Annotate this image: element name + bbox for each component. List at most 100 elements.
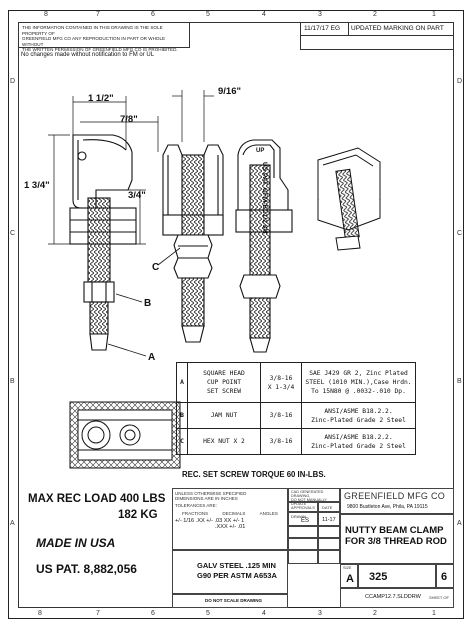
filename: CCAMP12.7.SLDDRW	[365, 594, 421, 600]
zone-label: 5	[206, 11, 210, 18]
zone-label: 7	[96, 610, 100, 617]
file-cell: CCAMP12.7.SLDDRW SHEET OF	[340, 588, 454, 608]
dim-width-top: 1 1/2"	[88, 93, 114, 104]
max-load-kg: 182 KG	[118, 509, 158, 521]
bom-spec-line: STEEL (1010 MIN.),Case Hrdn.	[305, 379, 412, 386]
title-cell: NUTTY BEAM CLAMP FOR 3/8 THREAD ROD	[340, 514, 454, 564]
bom-desc: SQUARE HEAD CUP POINT SET SCREW	[187, 362, 261, 403]
bom-desc-line: SQUARE HEAD	[203, 370, 245, 377]
callout-b: B	[144, 298, 152, 309]
zone-label: 6	[151, 610, 155, 617]
bom-spec-line: ANSI/ASME B18.2.2.	[324, 433, 393, 441]
rail-section-view	[69, 401, 181, 469]
zone-label: 3	[318, 11, 322, 18]
bom-spec-line: To 15N80 @ .0032-.010 Dp.	[311, 388, 406, 395]
rev-cell: 6	[436, 564, 454, 588]
bom-size: 3/8-16 X 1-3/4	[260, 362, 302, 403]
zone-label: 8	[38, 610, 42, 617]
bill-of-materials: A SQUARE HEAD CUP POINT SET SCREW 3/8-16…	[176, 362, 416, 455]
drawn-by: ES	[301, 518, 310, 524]
zone-label: D	[457, 78, 463, 85]
drawn-label: DRAWN	[291, 514, 306, 519]
bom-spec: ANSI/ASME B18.2.2. Zinc-Plated Grade 2 S…	[301, 428, 416, 455]
bom-item: B	[176, 402, 188, 429]
bom-row: C HEX NUT X 2 3/8-16 ANSI/ASME B18.2.2. …	[176, 428, 416, 455]
size-value: A	[346, 573, 354, 585]
drawn-cell: DRAWN ES	[288, 512, 318, 526]
zone-label: 5	[206, 610, 210, 617]
drawing-border	[8, 10, 464, 619]
marking-line: 3/8	[261, 224, 268, 234]
bom-size: 3/8-16	[260, 428, 302, 455]
tolerance-col: FRACTIONS	[182, 511, 209, 516]
revision-block-empty	[300, 36, 454, 50]
zone-label: 6	[151, 11, 155, 18]
material-line: G90 PER ASTM A653A	[197, 571, 277, 580]
tolerance-col: ANGLES	[259, 511, 278, 516]
patent-number: US PAT. 8,882,056	[36, 562, 137, 576]
drawing-views	[48, 90, 381, 469]
notice-line: GREENFIELD MFG CO ANY REPRODUCTION IN PA…	[22, 36, 166, 47]
tolerance-col: DECIMALS	[222, 511, 246, 516]
bom-size-line: X 1-3/4	[267, 383, 295, 391]
callout-leaders	[107, 247, 181, 357]
bom-row: A SQUARE HEAD CUP POINT SET SCREW 3/8-16…	[176, 362, 416, 403]
blank-cell	[318, 526, 340, 538]
marking-line: US PAT.	[261, 162, 268, 186]
bom-item: A	[176, 362, 188, 403]
company-address: 9800 Bustleton Ave, Phila, PA 19115	[347, 504, 428, 510]
approvals-label: APPROVALS	[291, 505, 315, 510]
bom-row: B JAM NUT 3/8-16 ANSI/ASME B18.2.2. Zinc…	[176, 402, 416, 429]
side-view	[69, 134, 137, 351]
tolerance-cols: FRACTIONS DECIMALS ANGLES	[175, 511, 285, 516]
zone-label: 2	[373, 610, 377, 617]
blank-cell	[318, 538, 340, 550]
max-load: MAX REC LOAD 400 LBS	[28, 493, 166, 505]
tolerance-label: TOLERANCES ARE:	[175, 503, 217, 508]
date-cell: DATE	[318, 502, 340, 512]
date-label: DATE	[322, 505, 333, 510]
bom-desc-line: CUP POINT	[206, 379, 242, 386]
cad-note-line: DO NOT MANUALLY UPDATE	[291, 498, 327, 506]
tolerance-block: UNLESS OTHERWISE SPECIFIED DIMENSIONS AR…	[172, 488, 288, 550]
zone-label: C	[10, 230, 16, 237]
drawn-date: 11-17	[322, 517, 336, 523]
drawing-number: 325	[369, 571, 388, 583]
zone-label: 8	[44, 11, 48, 18]
tolerance-header: UNLESS OTHERWISE SPECIFIED	[175, 491, 247, 496]
tolerance-values: +/- 1/16 .XX +/- .03 XX +/- 1	[175, 518, 245, 524]
made-in: MADE IN USA	[36, 536, 116, 550]
bom-spec: SAE J429 GR 2, Zinc Plated STEEL (1010 M…	[301, 362, 416, 403]
marking-line: GFM-BC1/2	[261, 187, 268, 223]
bom-size-line: 3/8-16	[269, 374, 293, 382]
isometric-view	[317, 147, 381, 251]
bom-spec-line: SAE J429 GR 2, Zinc Plated	[309, 370, 408, 377]
company-cell: GREENFIELD MFG CO 9800 Bustleton Ave, Ph…	[340, 488, 454, 514]
tolerance-header: DIMENSIONS ARE IN INCHES	[175, 496, 238, 501]
zone-label: 1	[432, 610, 436, 617]
callout-a: A	[148, 352, 156, 363]
material-line: GALV STEEL .125 MIN	[197, 561, 276, 570]
zone-label: A	[10, 520, 15, 527]
zone-label: 3	[318, 610, 322, 617]
zone-label: C	[457, 230, 463, 237]
part-marking: US PAT. GFM-BC1/2 3/8	[261, 162, 268, 234]
zone-label: 4	[262, 11, 266, 18]
sheet-label: SHEET OF	[429, 595, 449, 600]
zone-label: B	[457, 378, 462, 385]
bom-spec-line: Zinc-Plated Grade 2 Steel	[311, 416, 406, 424]
change-note: No changes made without notification to …	[21, 52, 155, 58]
zone-label: B	[10, 378, 15, 385]
zone-label: 2	[373, 11, 377, 18]
blank-cell	[318, 550, 340, 564]
zone-label: 7	[96, 11, 100, 18]
title-line-2: FOR 3/8 THREAD ROD	[345, 536, 447, 547]
blank-cell	[288, 538, 318, 550]
bom-desc-line: SET SCREW	[206, 388, 242, 395]
bom-spec: ANSI/ASME B18.2.2. Zinc-Plated Grade 2 S…	[301, 402, 416, 429]
bom-spec-line: ANSI/ASME B18.2.2.	[324, 407, 393, 415]
company-name: GREENFIELD MFG CO	[344, 491, 446, 501]
bom-item: C	[176, 428, 188, 455]
dim-width-mid: 7/8"	[120, 114, 138, 125]
cad-note-cell: CAD GENERATED DRAWING, DO NOT MANUALLY U…	[288, 488, 340, 506]
